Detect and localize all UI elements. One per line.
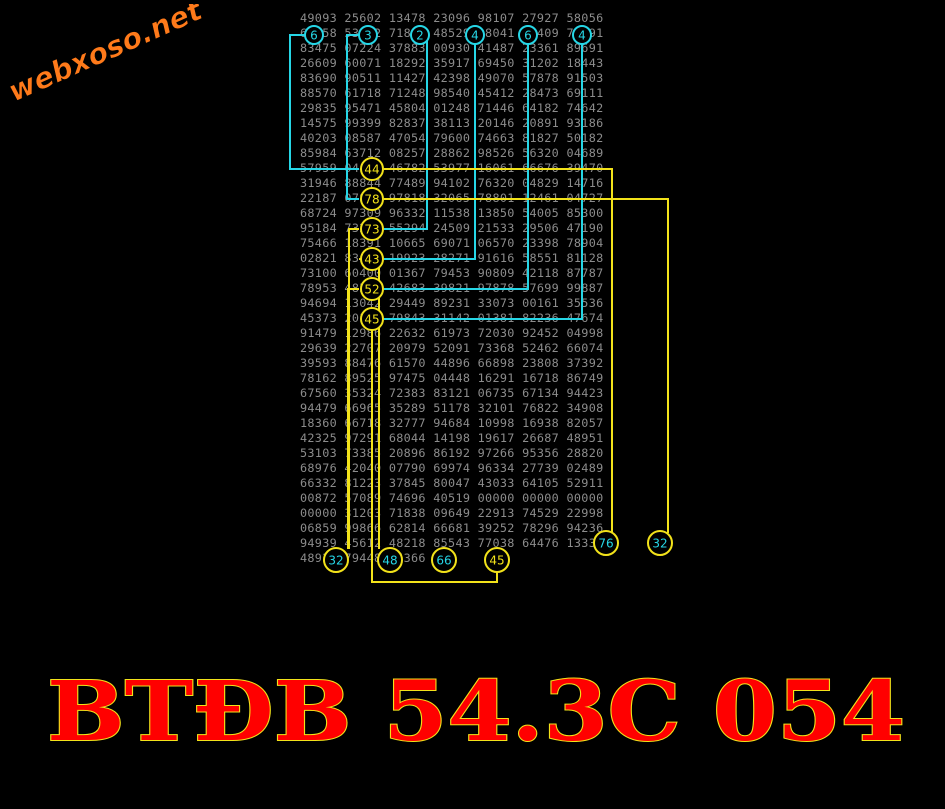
cyan-line-4 — [384, 44, 476, 260]
marker-top-4: 4 — [465, 25, 485, 45]
marker-top-6: 4 — [572, 25, 592, 45]
marker-mid-6-label: 45 — [364, 313, 379, 327]
yellow-line-3 — [348, 228, 359, 549]
marker-mid-6: 45 — [360, 307, 384, 331]
marker-bottom-4: 45 — [484, 547, 510, 573]
watermark-logo: webxoso.net — [6, 4, 208, 108]
marker-bottom-5-label: 76 — [598, 537, 613, 551]
marker-mid-2: 78 — [360, 187, 384, 211]
marker-top-1-label: 6 — [310, 29, 318, 43]
mid-markers: 44 78 73 43 52 45 — [360, 157, 384, 331]
grid-row: 91479 12986 22632 61973 72030 92452 0499… — [300, 326, 604, 340]
marker-top-2: 3 — [358, 25, 378, 45]
yellow-line-5 — [347, 288, 359, 549]
grid-row: 26609 60071 18292 35917 69450 31202 1844… — [300, 56, 604, 70]
result-banner: BTĐB 54.3C 054 — [46, 663, 906, 761]
grid-row: 75466 18391 10665 69071 06570 23398 7890… — [300, 236, 604, 250]
marker-bottom-4-label: 45 — [489, 554, 504, 568]
grid-row: 94694 13042 29449 89231 33073 00161 3553… — [300, 296, 604, 310]
grid-row: 49093 25602 13478 23096 98107 27927 5805… — [300, 11, 604, 25]
yellow-line-6 — [371, 330, 498, 583]
top-markers: 6 3 2 4 6 4 — [304, 25, 592, 45]
marker-bottom-3: 66 — [431, 547, 457, 573]
grid-row: 14575 99399 82837 38113 20146 20891 9318… — [300, 116, 604, 130]
grid-row: 53103 73385 20896 86192 97266 95356 2882… — [300, 446, 604, 460]
yellow-line-1 — [384, 168, 613, 533]
marker-top-1: 6 — [304, 25, 324, 45]
grid-row: 29835 95471 45804 01248 71446 64182 7464… — [300, 101, 604, 115]
grid-row: 67560 35324 72383 83121 06735 67134 9442… — [300, 386, 604, 400]
marker-mid-1: 44 — [360, 157, 384, 181]
marker-top-6-label: 4 — [578, 29, 586, 43]
grid-row: 78162 89525 97475 04448 16291 16718 8674… — [300, 371, 604, 385]
yellow-line-2 — [384, 198, 669, 533]
marker-mid-2-label: 78 — [364, 193, 379, 207]
marker-top-4-label: 4 — [471, 29, 479, 43]
grid-row: 66332 81223 37845 80047 43033 64105 5291… — [300, 476, 604, 490]
yellow-line-4 — [359, 258, 380, 549]
grid-row: 85984 63712 08257 28862 98526 56320 0468… — [300, 146, 604, 160]
marker-mid-3: 73 — [360, 217, 384, 241]
marker-bottom-1-label: 32 — [328, 554, 343, 568]
marker-mid-4-label: 43 — [364, 253, 379, 267]
grid-row: 68976 42040 07790 69974 96334 27739 0248… — [300, 461, 604, 475]
marker-top-3-label: 2 — [416, 29, 424, 43]
cyan-line-1 — [289, 34, 359, 170]
yellow-lines — [347, 168, 669, 583]
marker-mid-3-label: 73 — [364, 223, 379, 237]
grid-row: 00000 31203 71838 09649 22913 74529 2299… — [300, 506, 604, 520]
cyan-line-3 — [384, 35, 428, 230]
grid-row: 68724 97309 96332 11538 13850 54005 8530… — [300, 206, 604, 220]
grid-row: 73100 60400 01367 79453 90809 42118 8778… — [300, 266, 604, 280]
marker-top-5-label: 6 — [524, 29, 532, 43]
grid-row: 40203 08587 47054 79600 74663 81827 5018… — [300, 131, 604, 145]
marker-mid-5: 52 — [360, 277, 384, 301]
cyan-lines — [289, 34, 583, 320]
marker-mid-1-label: 44 — [364, 163, 379, 177]
marker-top-3: 2 — [410, 25, 430, 45]
marker-mid-4: 43 — [360, 247, 384, 271]
grid-row: 88570 61718 71248 98540 45412 28473 6911… — [300, 86, 604, 100]
marker-bottom-2: 48 — [377, 547, 403, 573]
grid-row: 94479 66965 35289 51178 32101 76822 3490… — [300, 401, 604, 415]
cyan-line-2 — [346, 34, 360, 200]
marker-bottom-6: 32 — [647, 530, 673, 556]
banner-text: BTĐB 54.3C 054 — [47, 664, 905, 760]
grid-row: 83475 07224 37883 00930 41487 23361 8969… — [300, 41, 604, 55]
marker-bottom-6-label: 32 — [652, 537, 667, 551]
marker-bottom-2-label: 48 — [382, 554, 397, 568]
marker-top-2-label: 3 — [364, 29, 372, 43]
grid-row: 31946 88844 77489 94102 76320 04829 1471… — [300, 176, 604, 190]
cyan-line-5 — [384, 44, 529, 290]
grid-row: 18360 66718 32777 94684 10998 16938 8205… — [300, 416, 604, 430]
marker-bottom-5: 76 — [593, 530, 619, 556]
marker-bottom-1: 32 — [323, 547, 349, 573]
grid-row: 06859 99866 62814 66681 39252 78296 9423… — [300, 521, 604, 535]
bottom-markers: 32 48 66 45 76 32 — [323, 530, 673, 573]
grid-row: 83690 90511 11427 42398 49070 57878 9150… — [300, 71, 604, 85]
marker-bottom-3-label: 66 — [436, 554, 451, 568]
marker-mid-5-label: 52 — [364, 283, 379, 297]
marker-top-5: 6 — [518, 25, 538, 45]
cyan-line-6 — [384, 44, 583, 320]
